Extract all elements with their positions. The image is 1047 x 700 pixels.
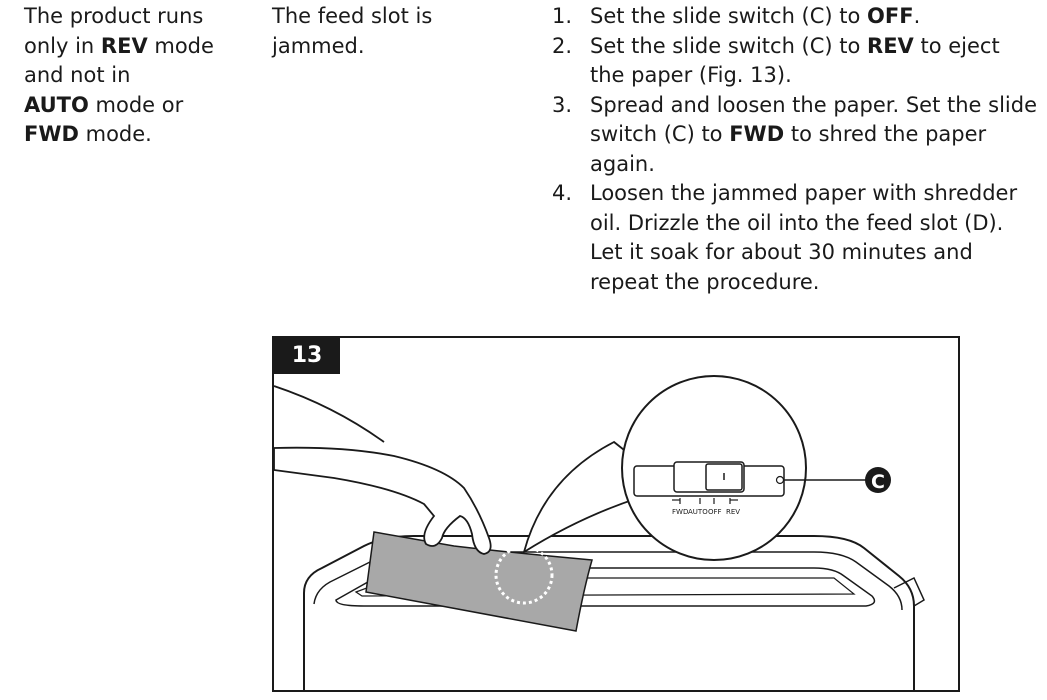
switch-label-fwd: FWD <box>672 508 688 516</box>
figure-13: FWD AUTO OFF REV C 13 <box>272 336 960 692</box>
mode-fwd: FWD <box>24 122 79 146</box>
step-text: to shred the paper again. <box>590 122 987 176</box>
step-bold-term: FWD <box>729 122 785 146</box>
arm-line <box>274 385 385 443</box>
handle <box>893 576 925 607</box>
problem-line: The product runs <box>24 4 204 28</box>
step-number: 3. <box>552 92 573 117</box>
solution-step: 4. Loosen the jammed paper with shredder … <box>552 179 1040 297</box>
step-number: 4. <box>552 181 573 205</box>
shredder-lid-edge <box>313 551 903 611</box>
solution-steps: 1. Set the slide switch (C) to OFF. 2. Set … <box>552 2 1040 297</box>
switch-label-auto: AUTO <box>688 508 708 516</box>
step-number: 2. <box>552 33 573 58</box>
step-bold-term: REV <box>867 33 914 58</box>
solution-step: 1. Set the slide switch (C) to OFF. <box>552 2 1040 32</box>
problem-line: only in REV mode <box>24 33 214 58</box>
problem-text: The product runs only in REV mode and no… <box>24 2 249 150</box>
step-text: Set the slide switch (C) to <box>590 4 868 28</box>
switch-label-rev: REV <box>726 508 740 516</box>
problem-line: AUTO mode or <box>24 92 184 117</box>
step-text: Set the slide switch (C) to <box>590 33 868 58</box>
callout-c-badge <box>865 467 891 493</box>
cause-line: jammed. <box>272 33 365 58</box>
solution-step: 2. Set the slide switch (C) to REV to eje… <box>552 32 1040 91</box>
mode-rev: REV <box>100 33 148 58</box>
cause-line: The feed slot is <box>272 4 433 28</box>
step-number: 1. <box>552 4 573 28</box>
callout-c-letter: C <box>871 471 885 493</box>
zoom-marker <box>494 545 554 605</box>
switch-label-off: OFF <box>708 508 722 516</box>
solution-step: 3. Spread and loosen the paper. Set the s… <box>552 91 1040 180</box>
step-text: . <box>913 4 921 28</box>
step-text: Spread and loosen the paper. Set the sli… <box>590 92 1037 147</box>
step-text: Loosen the jammed paper with shredder oi… <box>590 181 1018 294</box>
hand <box>274 446 492 555</box>
step-bold-term: OFF <box>867 4 914 28</box>
figure-number: 13 <box>274 338 340 374</box>
cause-text: The feed slot is jammed. <box>272 2 472 61</box>
problem-line: FWD mode. <box>24 122 152 146</box>
shredder-illustration: FWD AUTO OFF REV C <box>274 375 925 690</box>
mode-auto: AUTO <box>24 92 89 117</box>
problem-line: and not in <box>24 63 131 87</box>
step-text: to eject the paper (Fig. 13). <box>590 33 1000 88</box>
